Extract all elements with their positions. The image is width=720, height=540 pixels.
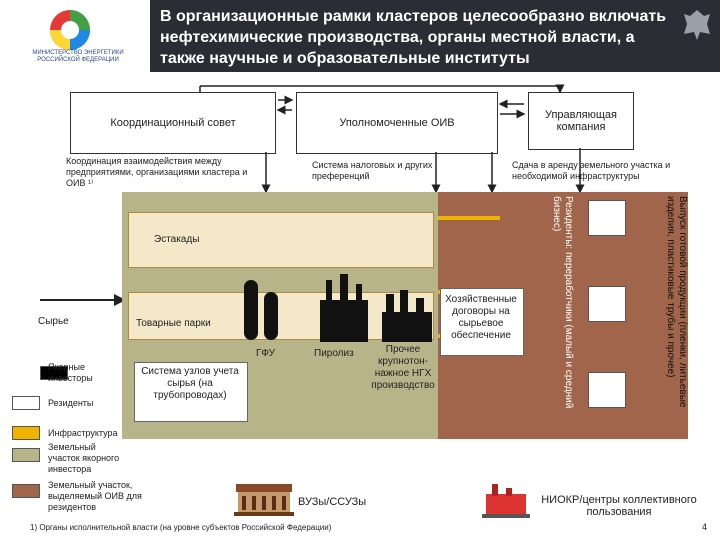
metering-system-label: Система узлов учета сырья (на трубопрово… (141, 366, 239, 401)
legend-oiv-land-text: Земельный участок, выделяемый ОИВ для ре… (48, 480, 142, 512)
ministry-logo-icon (48, 8, 92, 52)
pyrolysis-plant-icon (318, 274, 370, 344)
logo-text: МИНИСТЕРСТВО ЭНЕРГЕТИКИ РОССИЙСКОЙ ФЕДЕР… (32, 50, 124, 63)
universities-label: ВУЗы/ССУЗы (298, 496, 367, 508)
gfu-label: ГФУ (256, 348, 275, 359)
resident-factory-icon-1 (588, 200, 626, 236)
contracts-box (440, 288, 524, 356)
coat-of-arms-icon (682, 8, 712, 42)
tank-farm-label: Товарные парки (136, 318, 211, 329)
management-company-box: Управляющая компания (528, 92, 634, 150)
output-vertical-label: Выпуск готовой продукции (пленки, литьев… (665, 196, 688, 408)
pipe-to-residents-top (438, 216, 500, 220)
rnd-label: НИОКР/центры коллективного пользования (541, 494, 697, 518)
page-number: 4 (702, 522, 708, 532)
legend-swatch-residents (12, 396, 40, 410)
title-bar (150, 0, 720, 72)
legend-infrastructure-text: Инфраструктура (48, 428, 118, 438)
other-production-label: Прочее крупнотон-нажное НГХ производство (371, 344, 435, 391)
university-building-icon (234, 482, 294, 518)
pyrolysis-label: Пиролиз (314, 348, 354, 359)
legend-swatch-anchor (40, 366, 68, 380)
page-title: В организационные рамки кластеров целесо… (160, 8, 667, 67)
metering-system-box (134, 362, 248, 422)
legend-swatch-infrastructure (12, 426, 40, 440)
legend-swatch-anchor-land (12, 448, 40, 462)
legend-swatch-oiv-land (12, 484, 40, 498)
residents-vertical-label: Резиденты: переработчики (малый и средни… (551, 196, 574, 409)
footnote: 1) Органы исполнительной власти (на уров… (30, 523, 332, 532)
gfu-plant-icon (240, 270, 284, 344)
overpass-strip (128, 212, 434, 268)
legend-anchor-land-text: Земельный участок якорного инвестора (48, 442, 120, 474)
research-lab-icon (482, 480, 530, 520)
legend-anchor-text: Якорные инвесторы (48, 362, 93, 383)
tax-preferences-note: Система налоговых и других преференций (312, 160, 433, 181)
other-production-icon (380, 290, 434, 344)
contracts-label: Хозяйственные договоры на сырьевое обесп… (445, 294, 517, 341)
resident-factory-icon-2 (588, 286, 626, 322)
authorized-oiv-box: Уполномоченные ОИВ (296, 92, 498, 154)
legend-residents-text: Резиденты (48, 398, 94, 408)
raw-materials-label: Сырье (38, 316, 69, 327)
overpass-label: Эстакады (154, 234, 200, 245)
coordination-note: Координация взаимодействия между предпри… (66, 156, 248, 188)
resident-factory-icon-3 (588, 372, 626, 408)
lease-note: Сдача в аренду земельного участка и необ… (512, 160, 671, 181)
coordination-council-box: Координационный совет (70, 92, 276, 154)
